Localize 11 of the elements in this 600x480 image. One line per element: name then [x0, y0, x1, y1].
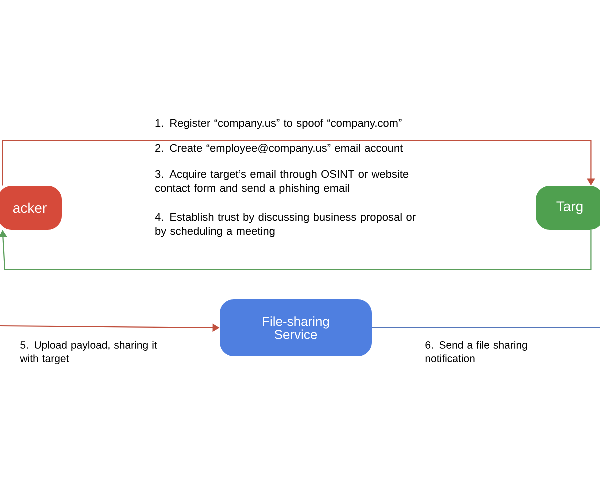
- edge-label: 6. Send a file sharing notification: [426, 341, 528, 362]
- process-box: acker: [0, 186, 62, 230]
- process-box: Targ: [536, 186, 600, 230]
- step-text: 4. Establish trust by discussing business proposal or by scheduling a meeting: [155, 213, 416, 238]
- step-text: 1. Register “company.us” to spoof “company.com”: [156, 119, 402, 130]
- process-box: File-sharing Service: [220, 300, 372, 356]
- step-text: 2. Create “employee@company.us” email account: [156, 144, 404, 154]
- arrow: [0, 230, 592, 271]
- step-text: 3. Acquire target’s email through OSINT or website contact form and send a phishing email: [155, 170, 409, 194]
- edge-label: 5. Upload payload, sharing it with target: [20, 341, 158, 364]
- arrow: [2, 140, 596, 186]
